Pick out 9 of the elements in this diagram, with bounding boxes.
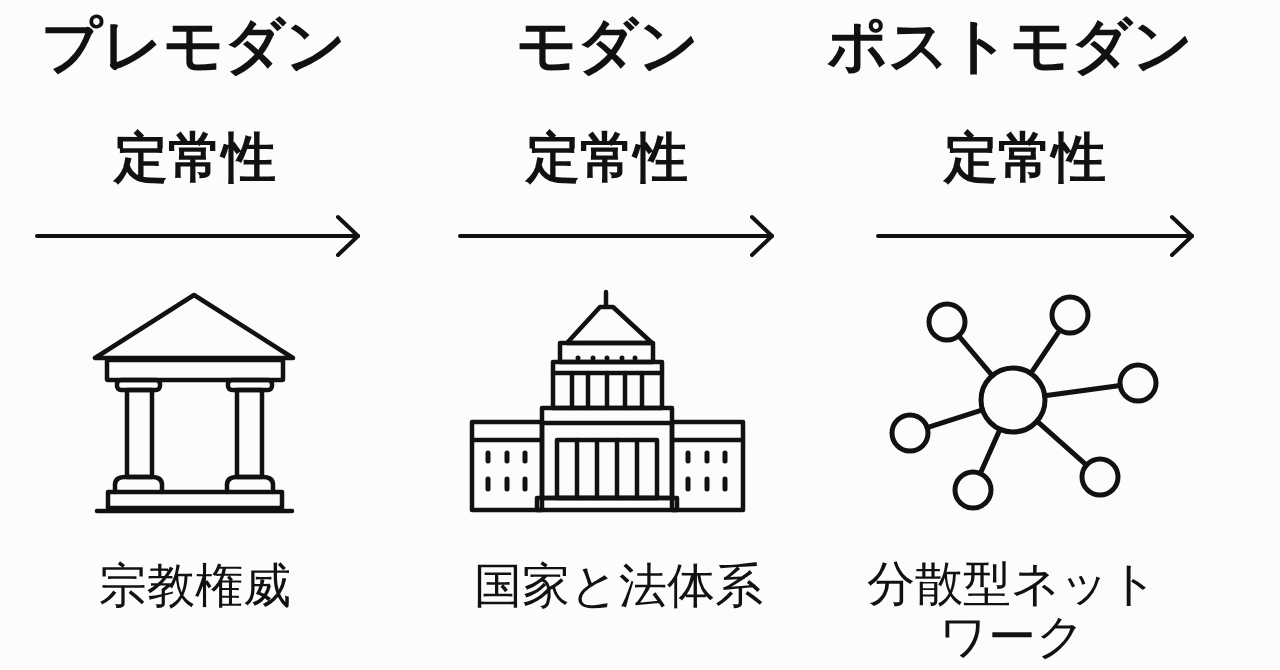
heading: モダン [515, 12, 699, 78]
subheading: 定常性 [944, 128, 1106, 188]
heading: プレモダン [40, 12, 346, 78]
caption: 分散型ネットワーク [865, 557, 1159, 663]
subheading: 定常性 [114, 128, 276, 188]
heading: ポストモダン [827, 12, 1193, 78]
subheading: 定常性 [526, 128, 688, 188]
caption: 国家と法体系 [472, 558, 764, 612]
caption: 宗教権威 [98, 558, 292, 612]
